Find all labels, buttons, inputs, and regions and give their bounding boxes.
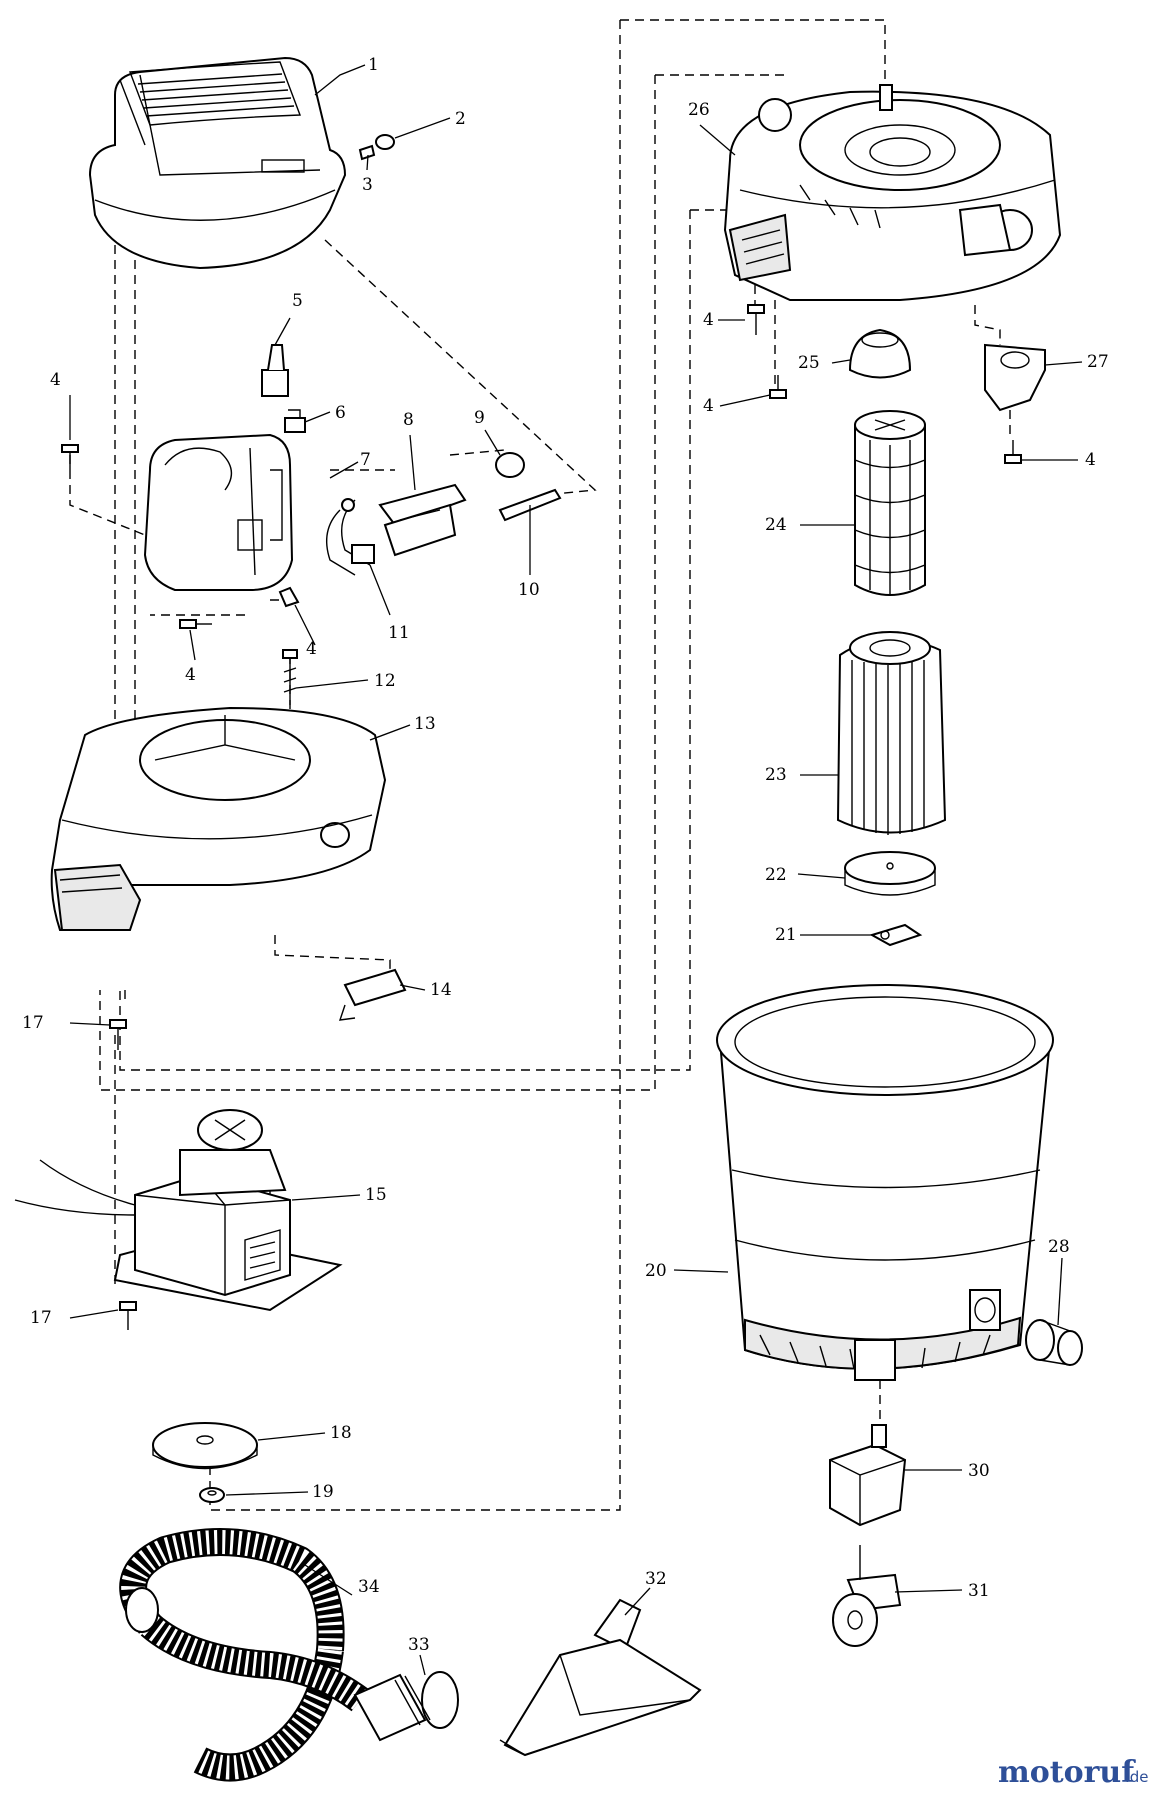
label-part-3: 3	[362, 175, 373, 195]
part-34-hose	[119, 1528, 369, 1782]
part-7-switch-housing	[143, 433, 294, 591]
part-1-motor-cover	[88, 56, 347, 270]
label-part-28: 28	[1048, 1237, 1070, 1257]
part-5-toggle-switch	[261, 344, 289, 397]
watermark-logo: motoruf .de	[998, 1755, 1149, 1790]
part-26-lid	[723, 84, 1062, 301]
part-20-tank	[716, 984, 1054, 1381]
screw-4-c	[179, 619, 212, 629]
screw-4-a	[61, 444, 79, 470]
part-27-valve-housing	[984, 343, 1046, 412]
part-28-drain-plug	[1025, 1319, 1083, 1366]
watermark-brand: motoruf	[998, 1755, 1136, 1790]
label-part-33: 33	[408, 1635, 430, 1655]
label-part-25: 25	[798, 353, 820, 373]
part-24-filter-cage	[854, 410, 926, 596]
part-labels: 1 2 3 4 5 6 7 8 9 10 11 4 4 12 13 14 17 …	[22, 55, 1109, 1655]
label-part-4-e: 4	[703, 396, 714, 416]
part-23-pleated-filter	[836, 631, 947, 835]
label-part-12: 12	[374, 671, 396, 691]
part-14-latch	[338, 968, 407, 1021]
part-31-caster-wheel	[832, 1545, 902, 1647]
label-part-26: 26	[688, 100, 710, 120]
label-part-15: 15	[365, 1185, 387, 1205]
part-25-float-cap	[848, 328, 912, 379]
label-part-17: 17	[22, 1013, 44, 1033]
part-33-hose-adapter	[353, 1671, 459, 1742]
part-32-floor-nozzle	[499, 1598, 702, 1757]
label-part-7: 7	[360, 450, 371, 470]
label-part-24: 24	[765, 515, 787, 535]
label-part-2: 2	[455, 109, 466, 129]
label-part-10: 10	[518, 580, 540, 600]
label-part-5: 5	[292, 291, 303, 311]
screw-4-e	[769, 375, 787, 399]
label-part-4-b: 4	[306, 639, 317, 659]
screw-4-d	[747, 304, 765, 335]
label-part-34: 34	[358, 1577, 380, 1597]
label-part-19: 19	[312, 1482, 334, 1502]
watermark-suffix: .de	[1125, 1768, 1149, 1786]
part-9-knob	[495, 452, 525, 478]
part-19-nut	[199, 1487, 225, 1503]
screw-17-b	[119, 1301, 137, 1330]
part-30-caster-socket	[829, 1424, 907, 1527]
label-part-22: 22	[765, 865, 787, 885]
part-18-fan-disc	[152, 1422, 258, 1470]
label-part-4-c: 4	[185, 665, 196, 685]
label-part-21: 21	[775, 925, 797, 945]
label-part-27: 27	[1087, 352, 1109, 372]
label-part-20: 20	[645, 1261, 667, 1281]
part-15-motor	[14, 1109, 343, 1312]
label-part-6: 6	[335, 403, 346, 423]
label-part-4: 4	[50, 370, 61, 390]
label-part-18: 18	[330, 1423, 352, 1443]
part-21-clip	[869, 923, 923, 947]
label-part-14: 14	[430, 980, 452, 1000]
label-part-30: 30	[968, 1461, 990, 1481]
label-part-4-d: 4	[703, 310, 714, 330]
label-part-31: 31	[968, 1581, 990, 1601]
part-22-float-disc	[844, 851, 936, 896]
label-part-17-b: 17	[30, 1308, 52, 1328]
part-3-screw	[358, 144, 376, 161]
label-part-11: 11	[388, 623, 410, 643]
label-part-1: 1	[368, 55, 379, 75]
label-part-4-f: 4	[1085, 450, 1096, 470]
part-13-motor-base	[50, 706, 387, 931]
cover-vent-grille	[137, 73, 295, 117]
screw-17-a	[109, 1019, 127, 1050]
part-12-screw	[282, 649, 298, 705]
part-11-wire-harness	[326, 498, 375, 576]
part-6-switch-clip	[284, 409, 306, 433]
label-part-13: 13	[414, 714, 436, 734]
label-part-23: 23	[765, 765, 787, 785]
screw-4-b	[278, 586, 300, 608]
screw-4-f	[1004, 440, 1022, 464]
part-8-switch-bracket	[378, 483, 467, 557]
label-part-32: 32	[645, 1569, 667, 1589]
leader-lines	[69, 64, 1083, 1676]
label-part-8: 8	[403, 410, 414, 430]
part-2-cap	[375, 134, 395, 150]
label-part-9: 9	[474, 408, 485, 428]
